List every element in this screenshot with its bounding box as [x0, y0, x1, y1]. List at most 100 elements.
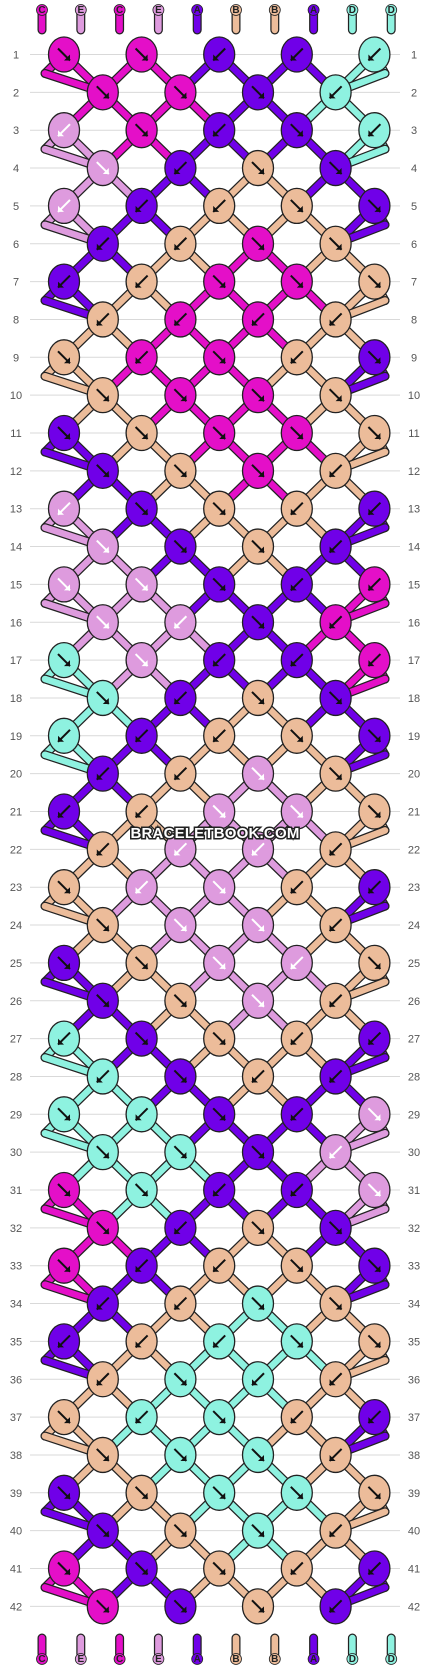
row-number-right: 15 [408, 579, 420, 591]
knots [47, 36, 391, 1625]
knot-arrow-head [258, 395, 264, 402]
knot-arrow-head [102, 470, 109, 477]
row-number-left: 33 [10, 1261, 22, 1273]
top-string-swatch [74, 4, 87, 16]
bottom-string-letter: D [349, 1654, 356, 1665]
knot-arrow-head [329, 925, 336, 932]
knot-arrow-head [368, 660, 375, 667]
row-number-right: 24 [408, 920, 420, 932]
knot-arrow-head [180, 1152, 187, 1159]
row-number-right: 18 [408, 693, 420, 705]
row-number-left: 40 [10, 1526, 22, 1538]
row-number-right: 17 [408, 655, 420, 667]
knot-arrow-head [374, 357, 381, 364]
knot-arrow-head [58, 508, 64, 515]
knot-arrow-head [296, 1265, 303, 1272]
knot-arrow-head [180, 395, 187, 402]
knot-arrow-head [258, 470, 264, 477]
knot-arrow-head [374, 433, 381, 439]
bottom-string-letter: A [194, 1654, 201, 1665]
knot-arrow-head [290, 660, 297, 667]
knot-arrow-head [141, 660, 148, 667]
knot-arrow-head [329, 1379, 336, 1386]
top-string-swatch [385, 4, 398, 16]
row-number-left: 20 [10, 769, 22, 781]
top-string-letter: D [349, 5, 356, 16]
row-number-right: 8 [411, 314, 417, 326]
knot-arrow-head [213, 1190, 220, 1196]
knot-arrow-head [58, 1038, 64, 1045]
knot-arrow-head [96, 1379, 103, 1386]
knot-arrow-head [180, 1606, 187, 1613]
knot-arrow-head [290, 584, 297, 591]
bottom-string-letter: A [310, 1654, 317, 1665]
bottom-string-ends [37, 1633, 396, 1659]
top-string-swatch [346, 4, 359, 16]
knot-arrow-head [258, 92, 264, 99]
row-number-right: 7 [411, 277, 417, 289]
bottom-string-letter: B [232, 1654, 239, 1665]
knot-arrow-head [296, 811, 303, 818]
row-number-left: 32 [10, 1223, 22, 1235]
row-number-left: 21 [10, 807, 22, 819]
top-string-letter: A [310, 5, 317, 16]
knot-arrow-head [174, 773, 181, 780]
knot-arrow-head [180, 1530, 187, 1537]
knot-arrow-head [335, 168, 342, 175]
knot-arrow-head [141, 1038, 148, 1045]
top-string-letter: C [116, 5, 123, 16]
top-string-swatch [191, 4, 204, 16]
row-number-left: 2 [13, 87, 19, 99]
bottom-string-swatch [36, 1653, 48, 1665]
knot-arrow-head [135, 887, 142, 894]
bottom-string-swatch [191, 1653, 204, 1665]
knot-arrow-head [219, 1492, 226, 1499]
row-number-right: 33 [408, 1261, 420, 1273]
knot-arrow-head [219, 508, 226, 515]
knot-arrow-head [290, 54, 297, 61]
knot-arrow-head [374, 1341, 381, 1348]
knot-arrow-head [174, 319, 181, 326]
knot-arrow-head [102, 1000, 109, 1007]
knot-arrow-head [180, 470, 187, 477]
row-number-right: 4 [411, 163, 417, 175]
row-number-right: 14 [408, 542, 420, 554]
knot-arrow-head [258, 1606, 264, 1613]
knot-arrow-head [174, 168, 181, 175]
bottom-string-swatch [385, 1653, 398, 1665]
knot-arrow-head [135, 1417, 142, 1424]
knot-arrow-head [335, 697, 342, 704]
row-number-right: 36 [408, 1374, 420, 1386]
row-number-right: 27 [408, 1034, 420, 1046]
knot-arrow-head [135, 735, 142, 742]
knot-arrow-head [64, 433, 70, 439]
row-number-left: 38 [10, 1450, 22, 1462]
knot-arrow-head [180, 1076, 187, 1083]
knot-arrow-head [64, 1190, 70, 1196]
row-number-left: 11 [10, 428, 21, 440]
knot-arrow-head [96, 1076, 103, 1083]
knot-arrow-head [135, 1265, 142, 1272]
knot-arrow-head [290, 508, 297, 515]
knot-arrow-head [64, 54, 70, 61]
knot-arrow-head [258, 622, 264, 629]
row-number-left: 3 [13, 125, 19, 137]
knot-arrow-head [174, 243, 181, 250]
row-number-left: 18 [10, 693, 22, 705]
knot-arrow-head [329, 470, 336, 477]
top-string-swatch [152, 4, 165, 16]
knot-arrow-head [290, 1190, 297, 1196]
knot-arrow-head [64, 1568, 70, 1575]
knot-arrow-head [374, 1190, 381, 1196]
knot-arrow-head [368, 54, 375, 61]
knot-arrow-head [135, 281, 142, 288]
row-number-right: 31 [408, 1185, 420, 1197]
top-string-letter: C [38, 5, 45, 16]
knot-arrow-head [374, 1265, 381, 1272]
knot-arrow-head [102, 1152, 109, 1159]
knot-arrow-head [141, 1190, 148, 1196]
knot-arrow-head [213, 1265, 220, 1272]
top-string-swatch [230, 4, 242, 16]
knot-arrow-head [213, 130, 220, 137]
knot-arrow-head [258, 243, 264, 250]
